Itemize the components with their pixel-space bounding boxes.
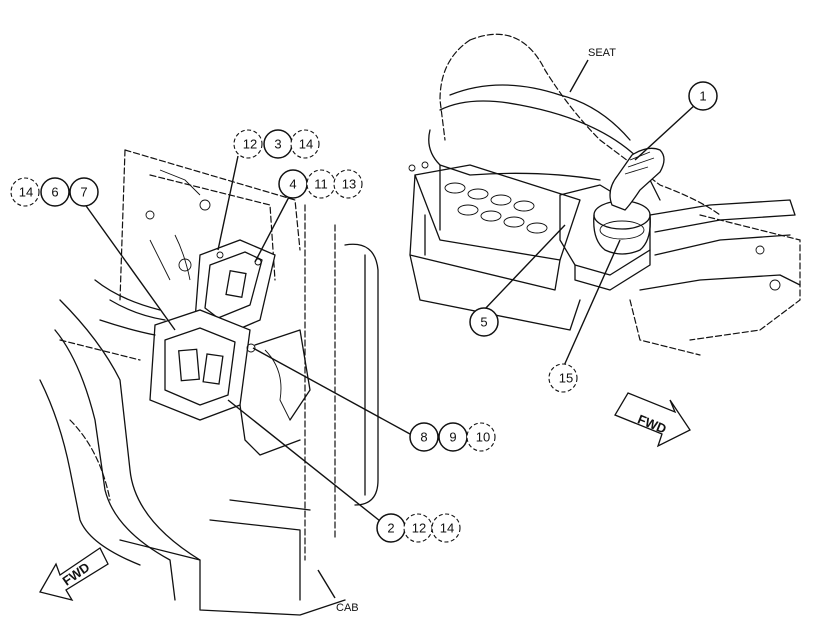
- callout-12-bottom: 12: [403, 513, 433, 543]
- svg-text:7: 7: [80, 185, 87, 200]
- cab-label: CAB: [336, 602, 359, 614]
- callout-13: 13: [333, 169, 363, 199]
- callout-14-top: 14: [290, 129, 320, 159]
- leader-lines: [83, 103, 697, 522]
- callout-5: 5: [469, 307, 499, 337]
- callout-14-left: 14: [10, 177, 40, 207]
- svg-text:14: 14: [19, 185, 33, 200]
- seat-label: SEAT: [588, 47, 616, 59]
- svg-text:1: 1: [699, 89, 706, 104]
- cab-leader: [317, 569, 336, 599]
- callout-7: 7: [69, 177, 99, 207]
- callout-6: 6: [40, 177, 70, 207]
- fwd-arrow-right: FWD: [614, 392, 691, 448]
- callout-2: 2: [376, 513, 406, 543]
- callout-14-bottom: 14: [431, 513, 461, 543]
- svg-text:5: 5: [480, 315, 487, 330]
- svg-text:13: 13: [342, 177, 356, 192]
- svg-text:4: 4: [289, 177, 296, 192]
- callout-10: 10: [466, 422, 496, 452]
- svg-text:8: 8: [420, 430, 427, 445]
- svg-text:12: 12: [412, 521, 426, 536]
- svg-text:10: 10: [476, 430, 490, 445]
- seat-assembly-drawing: [408, 33, 801, 356]
- fwd-arrow-left: FWD: [39, 547, 109, 602]
- callout-11: 11: [306, 169, 336, 199]
- svg-text:9: 9: [449, 430, 456, 445]
- svg-text:15: 15: [559, 371, 573, 386]
- svg-text:2: 2: [387, 521, 394, 536]
- seat-leader: [569, 59, 589, 93]
- callout-3: 3: [263, 129, 293, 159]
- svg-text:6: 6: [51, 185, 58, 200]
- callout-9: 9: [438, 422, 468, 452]
- callout-1: 1: [688, 81, 718, 111]
- cab-assembly-drawing: [39, 149, 379, 616]
- svg-text:3: 3: [274, 137, 281, 152]
- svg-text:12: 12: [243, 137, 257, 152]
- callout-4: 4: [278, 169, 308, 199]
- svg-text:11: 11: [314, 177, 328, 192]
- svg-text:14: 14: [299, 137, 313, 152]
- callout-15: 15: [548, 363, 578, 393]
- callout-12-top: 12: [233, 129, 263, 159]
- svg-text:14: 14: [440, 521, 454, 536]
- callout-8: 8: [409, 422, 439, 452]
